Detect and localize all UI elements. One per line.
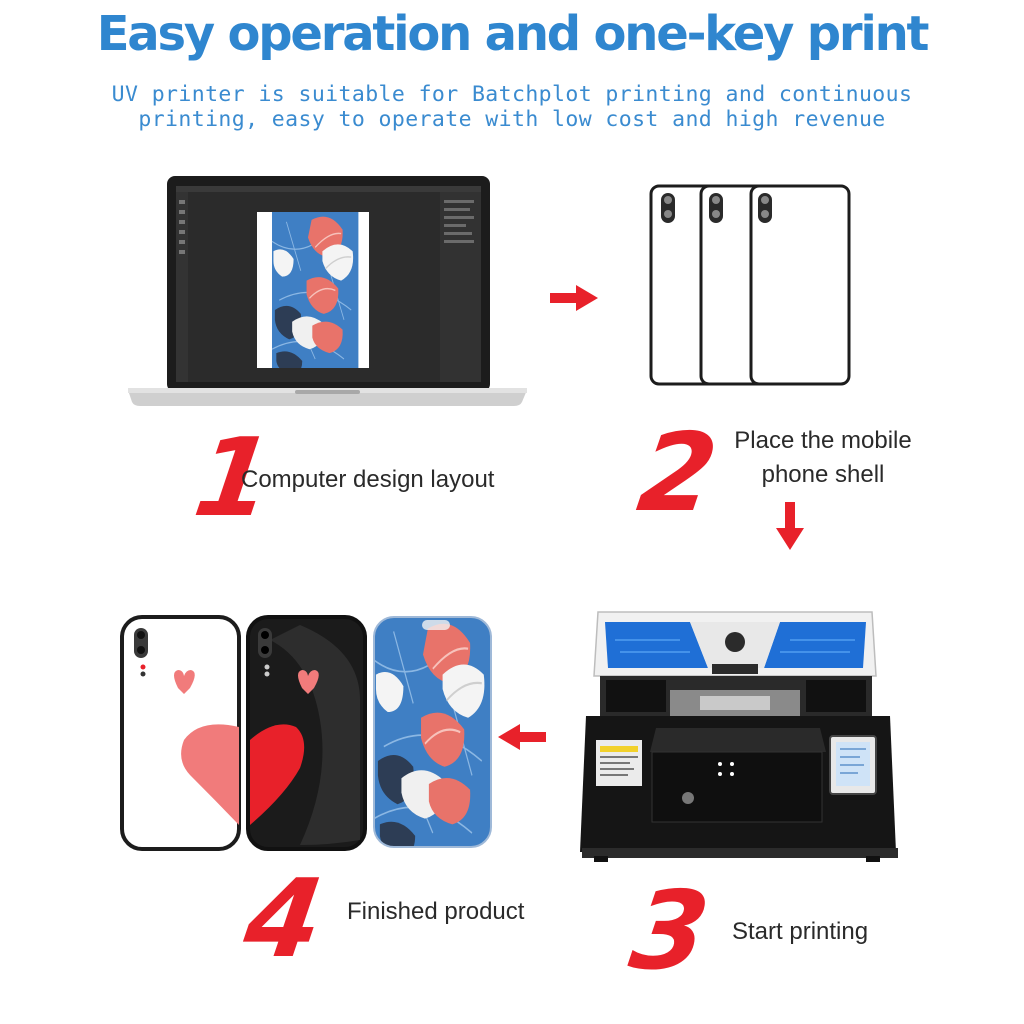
step-1-label: Computer design layout <box>241 466 495 493</box>
step-2-label-line-2: phone shell <box>761 461 885 488</box>
arrow-right-icon <box>550 285 598 311</box>
step-number-3: 3 <box>623 869 717 994</box>
page-title: Easy operation and one-key print <box>96 6 930 62</box>
subtitle-line-1: UV printer is suitable for Batchplot pri… <box>111 82 913 107</box>
step-2-label-line-1: Place the mobile <box>734 427 912 454</box>
step-number-4: 4 <box>237 857 331 982</box>
arrow-down-icon <box>776 502 804 550</box>
subtitle-line-2: printing, easy to operate with low cost … <box>138 107 886 132</box>
step-3-label: Start printing <box>732 918 869 945</box>
step-4-label: Finished product <box>347 898 525 925</box>
arrow-left-icon <box>498 724 546 750</box>
